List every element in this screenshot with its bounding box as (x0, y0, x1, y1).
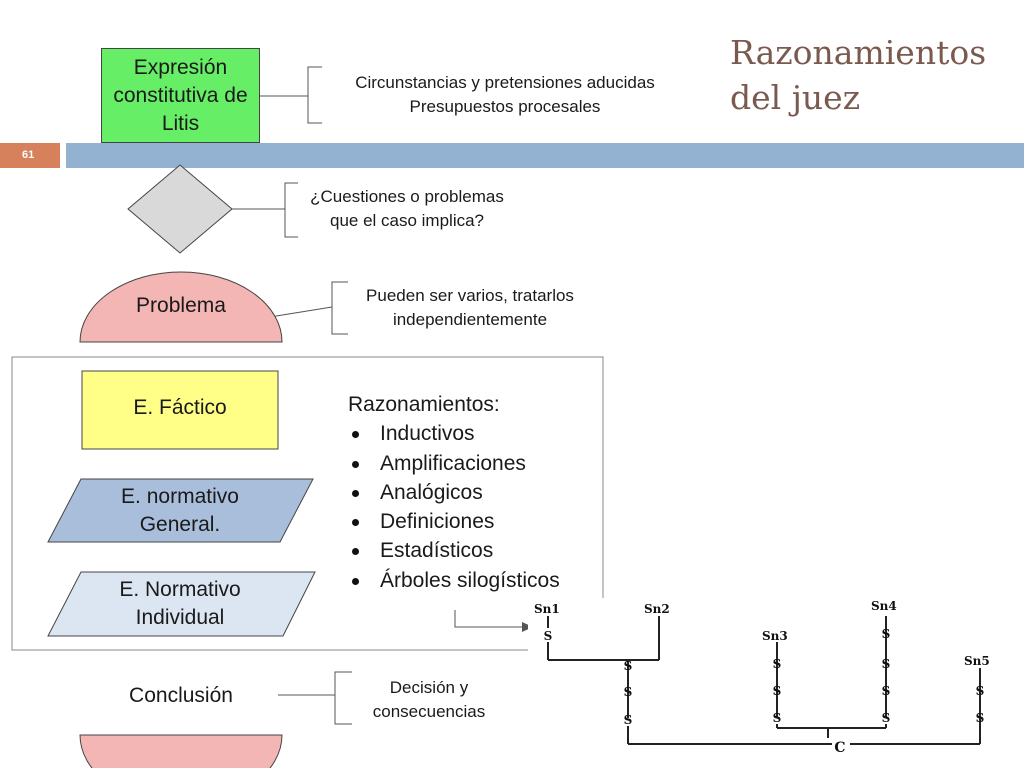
cuestiones-note-line-1: ¿Cuestiones o problemas (310, 187, 504, 206)
conclusion-note-line-1: Decisión y (389, 678, 469, 697)
title-line-1: Razonamientos (730, 33, 987, 72)
list-item: Amplificaciones (348, 449, 608, 478)
problema-note-line-1: Pueden ser varios, tratarlos (366, 286, 574, 305)
tree-node-s: S (773, 657, 782, 671)
list-item: Definiciones (348, 507, 608, 536)
slide-title: Razonamientos del juez (730, 30, 1020, 120)
tree-label-sn1: Sn1 (534, 602, 560, 616)
conclusion-shape (79, 734, 283, 768)
conclusion-label: Conclusión (129, 684, 233, 707)
razonamientos-list: Razonamientos: Inductivos Amplificacione… (348, 390, 608, 595)
tree-node-s: S (773, 711, 782, 725)
tree-node-s: S (544, 629, 553, 643)
tree-label-sn3: Sn3 (762, 629, 788, 643)
problema-note: Pueden ser varios, tratarlos independien… (335, 284, 605, 332)
normativo-general-label: E. normativo General. (60, 483, 300, 539)
tree-node-s: S (976, 711, 985, 725)
conclusion-note: Decisión y consecuencias (345, 676, 513, 724)
problema-shape (79, 271, 283, 343)
expresion-note: Circunstancias y pretensiones aducidas P… (310, 71, 700, 119)
tree-label-sn4: Sn4 (871, 599, 897, 613)
normativo-individual-line-2: Individual (135, 606, 225, 629)
cuestiones-note-line-2: que el caso implica? (329, 211, 485, 230)
tree-node-s: S (976, 684, 985, 698)
tree-node-s: S (624, 659, 633, 673)
tree-node-s: S (624, 685, 633, 699)
list-item: Analógicos (348, 478, 608, 507)
tree-node-s: S (882, 711, 891, 725)
normativo-individual-shape (47, 571, 316, 637)
list-item: Árboles silogísticos (348, 566, 608, 595)
problema-note-line-2: independientemente (392, 310, 548, 329)
expresion-note-line-1: Circunstancias y pretensiones aducidas (355, 73, 655, 92)
page-number-badge: 61 (0, 143, 60, 168)
syllogistic-tree: Sn1 Sn2 Sn3 Sn4 Sn5 S S S S S S S S S S … (528, 598, 1000, 758)
normativo-general-line-2: General. (139, 513, 221, 536)
normativo-general-shape (47, 478, 314, 543)
factico-box (81, 370, 279, 450)
conclusion-note-line-2: consecuencias (372, 702, 486, 721)
list-item: Estadísticos (348, 536, 608, 565)
razonamientos-heading: Razonamientos: (348, 393, 500, 416)
problema-label: Problema (136, 294, 226, 317)
tree-label-sn5: Sn5 (964, 654, 990, 668)
arrow-head-icon (522, 622, 533, 632)
factico-label: E. Fáctico (133, 396, 227, 419)
normativo-individual-label: E. Normativo Individual (60, 576, 300, 632)
tree-node-s: S (624, 713, 633, 727)
tree-node-s: S (773, 684, 782, 698)
expresion-note-line-2: Presupuestos procesales (409, 97, 601, 116)
header-bar (66, 143, 1024, 168)
expresion-litis-box: Expresión constitutiva de Litis (101, 48, 260, 143)
normativo-individual-line-1: E. Normativo (119, 578, 241, 601)
tree-node-s: S (882, 684, 891, 698)
title-line-2: del juez (730, 78, 861, 117)
tree-node-s: S (882, 627, 891, 641)
list-item: Inductivos (348, 419, 608, 448)
tree-node-c: C (834, 740, 845, 756)
tree-node-s: S (882, 657, 891, 671)
cuestiones-note: ¿Cuestiones o problemas que el caso impl… (282, 185, 532, 233)
decision-diamond (127, 164, 233, 254)
normativo-general-line-1: E. normativo (121, 485, 239, 508)
tree-label-sn2: Sn2 (644, 602, 670, 616)
